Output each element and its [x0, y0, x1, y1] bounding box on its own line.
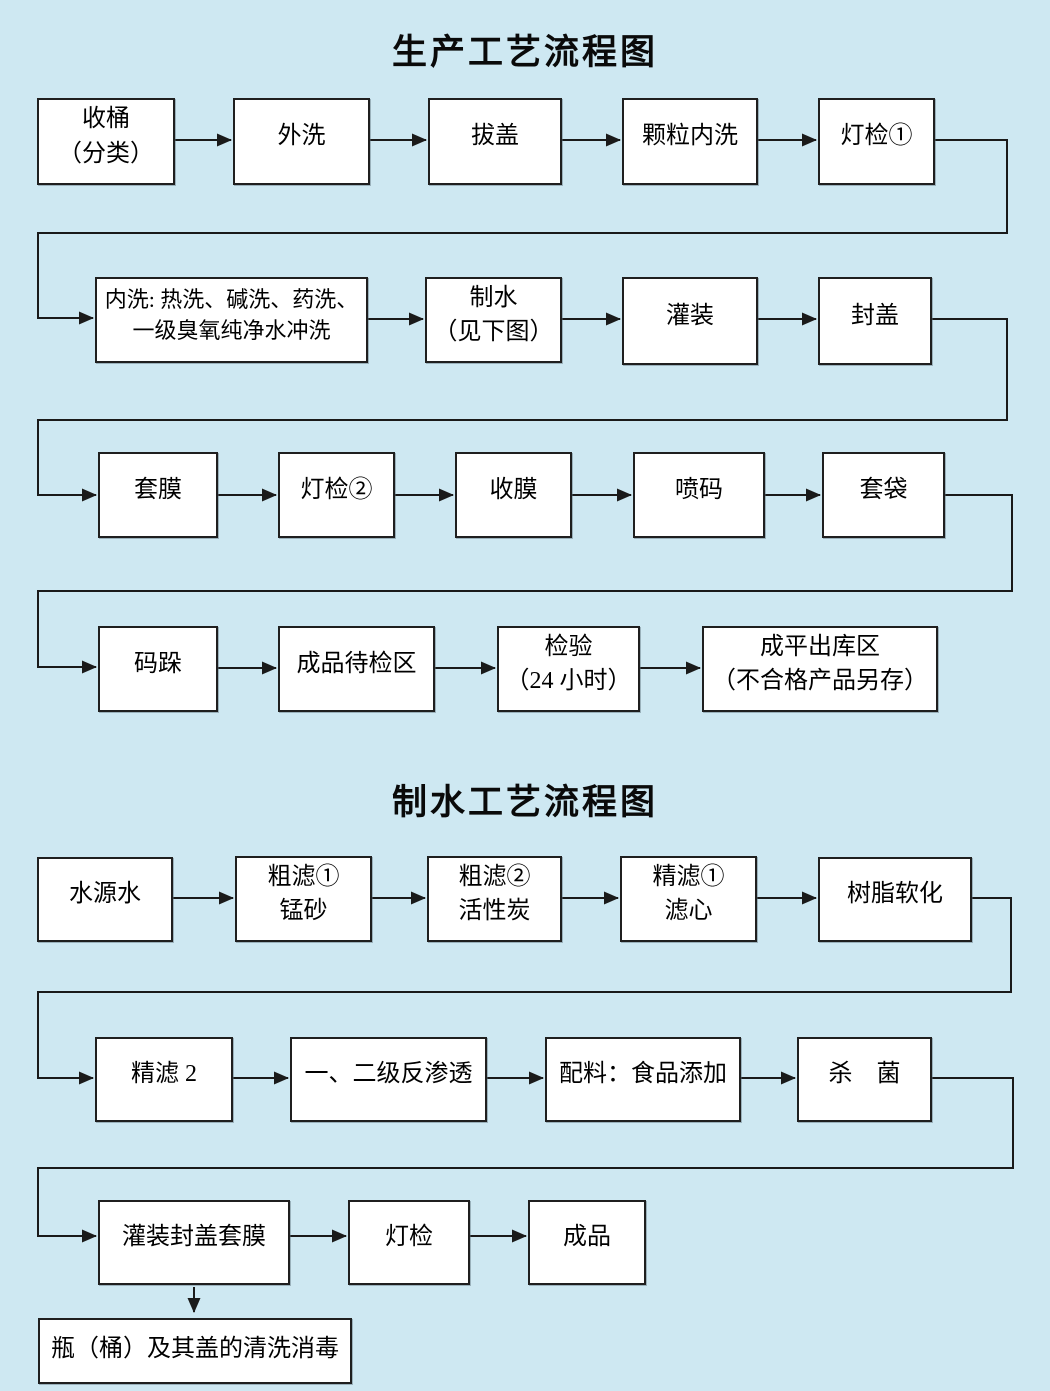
node-fine-filter-2: 精滤 2: [95, 1037, 233, 1122]
node-bagging: 套袋: [822, 452, 945, 538]
node-light-inspection-1: 灯检①: [818, 98, 935, 185]
node-film-wrapping: 套膜: [98, 452, 218, 538]
connector-group: [37, 133, 1014, 1313]
connector-elbow: [37, 139, 1008, 325]
node-coarse-filter-1: 粗滤① 锰砂: [235, 856, 372, 942]
node-external-wash: 外洗: [233, 98, 370, 185]
node-inspection-24h: 检验 （24 小时）: [497, 626, 640, 712]
node-finished-pending-area: 成品待检区: [278, 626, 435, 712]
node-palletizing: 码跺: [98, 626, 218, 712]
flow1-title: 生产工艺流程图: [391, 33, 658, 72]
node-coarse-filter-2: 粗滤② 活性炭: [427, 856, 562, 942]
node-light-inspection-2: 灯检②: [278, 452, 395, 538]
node-resin-softening: 树脂软化: [818, 857, 972, 942]
node-water-production-ref: 制水 （见下图）: [425, 277, 562, 363]
node-filling-capping-wrapping: 灌装封盖套膜: [98, 1200, 290, 1285]
connector-elbow: [37, 494, 1013, 674]
node-finished-product: 成品: [528, 1200, 646, 1285]
node-code-printing: 喷码: [633, 452, 765, 538]
connector-elbow: [37, 318, 1008, 502]
connector-elbow: [37, 1077, 1014, 1243]
node-internal-wash: 内洗: 热洗、碱洗、药洗、 一级臭氧纯净水冲洗: [95, 277, 368, 363]
connector-elbow: [37, 897, 1012, 1085]
node-capping: 封盖: [818, 277, 932, 365]
node-granule-internal-wash: 颗粒内洗: [622, 98, 758, 185]
node-bottle-cap-cleaning: 瓶（桶）及其盖的清洗消毒: [38, 1318, 352, 1384]
node-fine-filter-1: 精滤① 滤心: [620, 856, 757, 942]
node-light-inspection: 灯检: [348, 1200, 470, 1285]
node-ingredients: 配料：食品添加: [545, 1037, 741, 1122]
node-film-shrinking: 收膜: [455, 452, 572, 538]
flow2-title: 制水工艺流程图: [391, 783, 658, 822]
node-filling: 灌装: [622, 277, 758, 365]
node-sterilization: 杀 菌: [797, 1037, 932, 1122]
node-collect-buckets: 收桶 （分类）: [37, 98, 175, 185]
node-reverse-osmosis: 一、二级反渗透: [290, 1037, 487, 1122]
node-source-water: 水源水: [37, 857, 173, 942]
node-outbound-area: 成平出库区 （不合格产品另存）: [702, 626, 938, 712]
node-cap-removal: 拔盖: [428, 98, 562, 185]
